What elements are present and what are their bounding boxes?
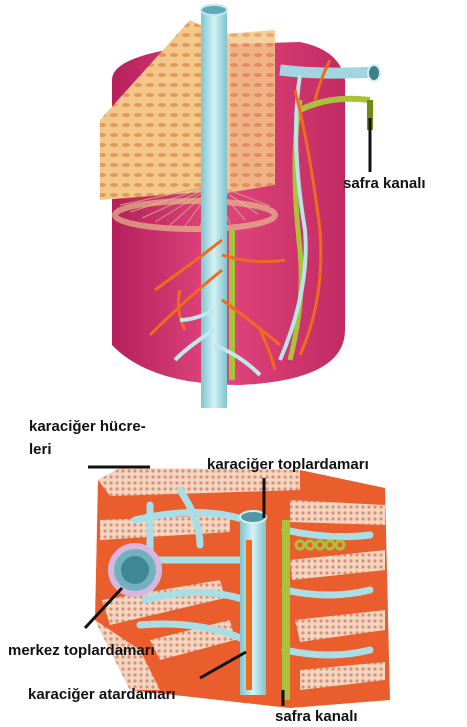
label-bile-duct-bottom: safra kanalı xyxy=(275,707,358,726)
portal-vein-opening xyxy=(368,65,380,81)
label-central-vein: merkez toplardamarı xyxy=(8,641,155,660)
label-liver-cells-line2: leri xyxy=(29,440,52,459)
label-hepatic-artery: karaciğer atardamarı xyxy=(28,685,176,704)
portal-vein-branch xyxy=(280,70,375,73)
central-vein-lumen xyxy=(121,556,149,584)
hepatic-artery xyxy=(246,540,252,690)
label-liver-cells-line1: karaciğer hücre- xyxy=(29,417,146,436)
hepatic-vein-opening xyxy=(240,511,266,523)
bile-duct-bottom xyxy=(282,520,290,700)
label-hepatic-vein: karaciğer toplardamarı xyxy=(207,455,369,474)
label-bile-duct-top: safra kanalı xyxy=(343,175,426,192)
hepatic-vein xyxy=(240,515,266,695)
lobule-illustration xyxy=(100,5,380,408)
central-vein-opening xyxy=(201,5,227,15)
tissue-block-illustration xyxy=(95,468,390,708)
